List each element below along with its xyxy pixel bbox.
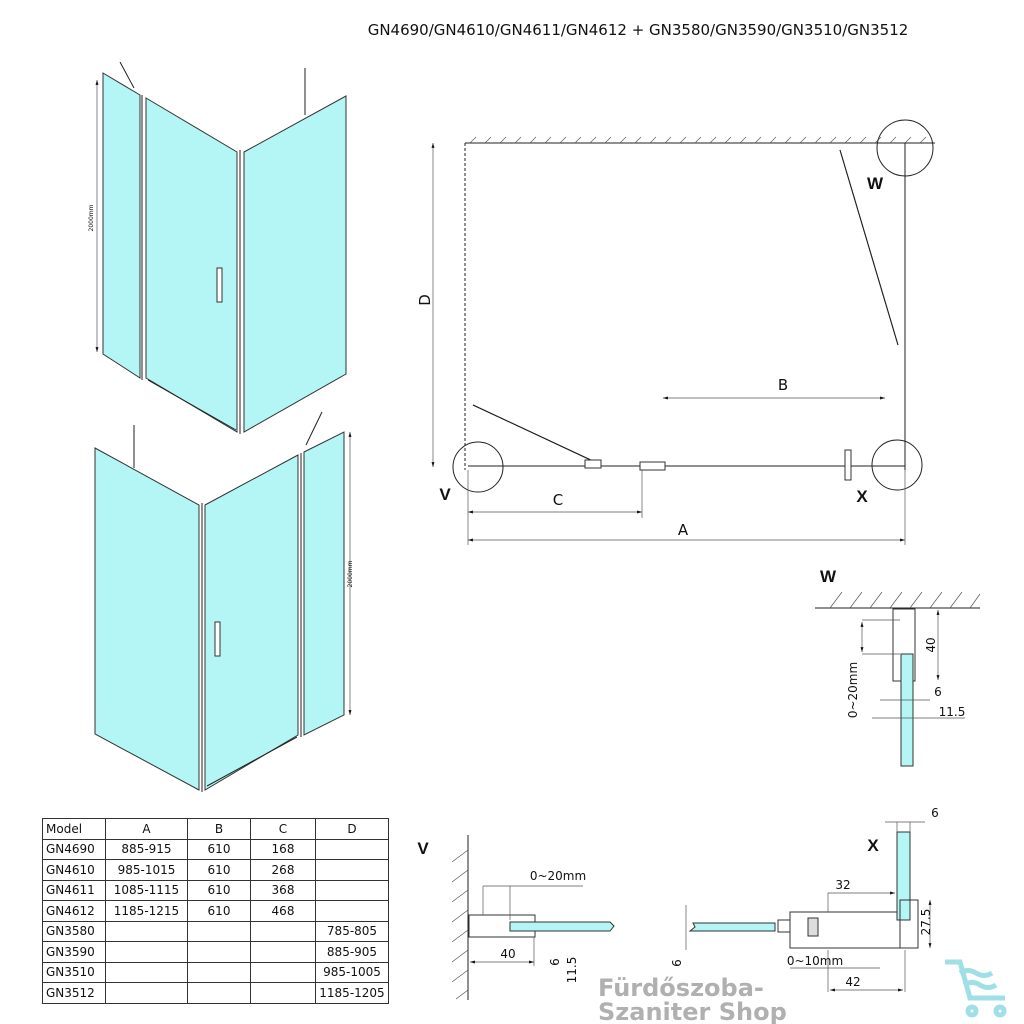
cell <box>315 900 389 922</box>
dim-11-5: 11.5 <box>939 705 966 719</box>
table-row: GN3580 785-805 <box>42 920 389 942</box>
header-cell: D <box>315 818 389 840</box>
dim-gap: 0~20mm <box>846 662 860 718</box>
detail-v-label: V <box>417 839 429 858</box>
cell: GN4610 <box>42 859 106 881</box>
cell <box>315 879 389 901</box>
watermark-line2: Szaniter Shop <box>598 998 787 1024</box>
cell: 368 <box>250 879 316 901</box>
plan-view: D B C A W V X <box>416 119 935 545</box>
dim-6: 6 <box>548 958 562 966</box>
cell <box>187 920 251 942</box>
detail-w-marker <box>876 119 934 177</box>
cell <box>105 982 188 1004</box>
door-handle <box>214 621 221 657</box>
cell: 610 <box>187 900 251 922</box>
header-cell: C <box>250 818 316 840</box>
cell: GN3590 <box>42 941 106 963</box>
dim-6: 6 <box>934 685 942 699</box>
cell: 610 <box>187 838 251 860</box>
cell: 985-1015 <box>105 859 188 881</box>
cell <box>250 941 316 963</box>
cell: 268 <box>250 859 316 881</box>
dim-label-b: B <box>778 376 788 394</box>
cell: 468 <box>250 900 316 922</box>
door-handle <box>216 267 223 303</box>
cell <box>105 961 188 983</box>
detail-x-label: X <box>867 836 879 855</box>
cell: 785-805 <box>315 920 389 942</box>
cell: 985-1005 <box>315 961 389 983</box>
marker-label-v: V <box>439 485 451 504</box>
dim-6-top: 6 <box>931 806 939 820</box>
dim-label-a: A <box>678 521 689 539</box>
drawing-title: GN4690/GN4610/GN4611/GN4612 + GN3580/GN3… <box>368 21 909 39</box>
watermark-cart-icon <box>945 959 1007 1018</box>
cell: GN3510 <box>42 961 106 983</box>
height-label: 2000mm <box>347 560 354 587</box>
cell <box>250 920 316 942</box>
dim-32: 32 <box>835 878 850 892</box>
cell: GN3512 <box>42 982 106 1004</box>
detail-v-marker <box>452 441 504 493</box>
cell <box>105 920 188 942</box>
dim-42: 42 <box>845 975 860 989</box>
height-label: 2000mm <box>88 204 95 231</box>
header-cell: A <box>105 818 188 840</box>
table-row: GN3590 885-905 <box>42 941 389 963</box>
watermark-line1: Fürdőszoba- <box>598 974 764 1002</box>
detail-x-marker <box>871 439 923 491</box>
dim-label-d: D <box>416 294 434 306</box>
cell: 168 <box>250 838 316 860</box>
dim-27-5: 27.5 <box>919 909 933 936</box>
header-cell: Model <box>42 818 106 840</box>
cell <box>187 982 251 1004</box>
table-row: GN3510 985-1005 <box>42 961 389 983</box>
dim-6-left: 6 <box>670 959 684 967</box>
dim-gap: 0~10mm <box>787 954 843 968</box>
cell: 610 <box>187 879 251 901</box>
cell: 1085-1115 <box>105 879 188 901</box>
detail-w-label: W <box>820 567 837 586</box>
detail-w: W 40 6 11.5 0~20mm <box>815 567 981 767</box>
cell: GN4690 <box>42 838 106 860</box>
detail-x: X 6 32 27.5 6 0~10mm 42 <box>670 806 939 992</box>
cell <box>187 961 251 983</box>
cell <box>315 859 389 881</box>
dim-40: 40 <box>500 947 515 961</box>
cell <box>315 838 389 860</box>
cell: 885-905 <box>315 941 389 963</box>
cell <box>105 941 188 963</box>
cell <box>250 961 316 983</box>
dim-11-5: 11.5 <box>565 957 579 984</box>
header-cell: B <box>187 818 251 840</box>
iso-view-bottom: 2000mm <box>94 411 354 792</box>
cell: GN3580 <box>42 920 106 942</box>
marker-label-x: X <box>856 487 868 506</box>
marker-label-w: W <box>867 174 884 193</box>
detail-v: V 0~20mm 40 6 11.5 <box>417 835 615 1000</box>
cell: GN4611 <box>42 879 106 901</box>
cell: GN4612 <box>42 900 106 922</box>
table-header-row: Model A B C D <box>42 818 389 840</box>
cell: 885-915 <box>105 838 188 860</box>
cell <box>187 941 251 963</box>
iso-view-top: 2000mm <box>88 61 347 434</box>
cell: 610 <box>187 859 251 881</box>
cell <box>250 982 316 1004</box>
table-row: GN3512 1185-1205 <box>42 982 389 1004</box>
cell: 1185-1215 <box>105 900 188 922</box>
dim-40: 40 <box>924 637 938 652</box>
cell: 1185-1205 <box>315 982 389 1004</box>
dim-gap: 0~20mm <box>530 869 586 883</box>
dim-label-c: C <box>553 491 563 509</box>
